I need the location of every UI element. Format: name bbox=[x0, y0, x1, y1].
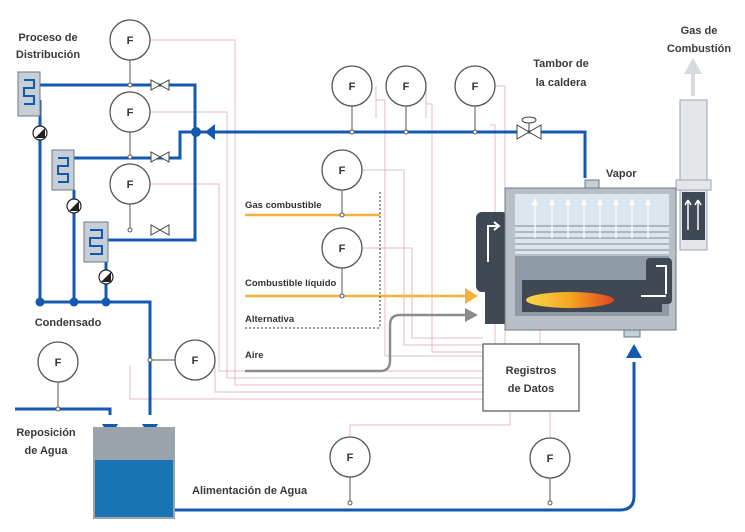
heat-exchangers bbox=[17, 71, 109, 263]
data-logger-label-1: Registros bbox=[506, 365, 557, 377]
flow-meter: F bbox=[109, 91, 151, 157]
exhaust-stack bbox=[675, 58, 712, 251]
label-alimentacion: Alimentación de Agua bbox=[192, 485, 308, 497]
data-logger-label-2: de Datos bbox=[508, 383, 554, 395]
boiler bbox=[476, 179, 677, 338]
svg-text:F: F bbox=[55, 357, 62, 369]
flow-meters: F F F F F F F bbox=[37, 19, 571, 503]
flow-meter: F bbox=[150, 339, 216, 381]
svg-text:F: F bbox=[127, 179, 134, 191]
label-reposicion-1: Reposición bbox=[16, 427, 76, 439]
label-proceso-1: Proceso de bbox=[18, 32, 77, 44]
labels: Proceso de Distribución Tambor de la cal… bbox=[16, 25, 731, 497]
pipe-junctions bbox=[35, 127, 201, 307]
label-tambor-1: Tambor de bbox=[533, 58, 588, 70]
svg-text:F: F bbox=[127, 35, 134, 47]
flow-meter: F bbox=[109, 19, 151, 85]
label-gas-comb-1: Gas de bbox=[681, 25, 718, 37]
flow-meter: F bbox=[321, 227, 363, 296]
signal-taps bbox=[55, 82, 553, 506]
signal-lines bbox=[129, 39, 578, 455]
label-reposicion-2: de Agua bbox=[25, 445, 69, 457]
label-condensado: Condensado bbox=[35, 317, 102, 329]
label-vapor: Vapor bbox=[606, 168, 637, 180]
flow-meter: F bbox=[329, 436, 371, 503]
svg-text:F: F bbox=[547, 453, 554, 465]
label-gas-comb-2: Combustión bbox=[667, 43, 731, 55]
flow-meter: F bbox=[37, 341, 79, 409]
steam-traps bbox=[32, 125, 114, 285]
svg-text:F: F bbox=[192, 355, 199, 367]
label-aire: Aire bbox=[245, 350, 263, 361]
label-proceso-2: Distribución bbox=[16, 49, 80, 61]
flow-meter: F bbox=[331, 65, 373, 132]
label-combustible-liquido: Combustible líquido bbox=[245, 278, 336, 289]
data-logger: Registros de Datos bbox=[482, 343, 580, 412]
flow-meter: F bbox=[109, 163, 151, 230]
svg-text:F: F bbox=[339, 243, 346, 255]
feed-water-tank bbox=[93, 427, 175, 519]
fuel-lines bbox=[245, 192, 478, 373]
flow-meter: F bbox=[529, 437, 571, 503]
svg-text:F: F bbox=[472, 81, 479, 93]
flow-meter: F bbox=[454, 65, 496, 132]
valves bbox=[150, 79, 542, 236]
svg-text:F: F bbox=[347, 452, 354, 464]
label-alternativa: Alternativa bbox=[245, 314, 295, 325]
svg-text:F: F bbox=[127, 107, 134, 119]
label-gas-combustible: Gas combustible bbox=[245, 200, 322, 211]
flow-meter: F bbox=[321, 149, 363, 215]
flow-meter: F bbox=[385, 65, 427, 132]
svg-text:F: F bbox=[339, 165, 346, 177]
svg-text:F: F bbox=[349, 81, 356, 93]
label-tambor-2: la caldera bbox=[536, 77, 588, 89]
svg-text:F: F bbox=[403, 81, 410, 93]
